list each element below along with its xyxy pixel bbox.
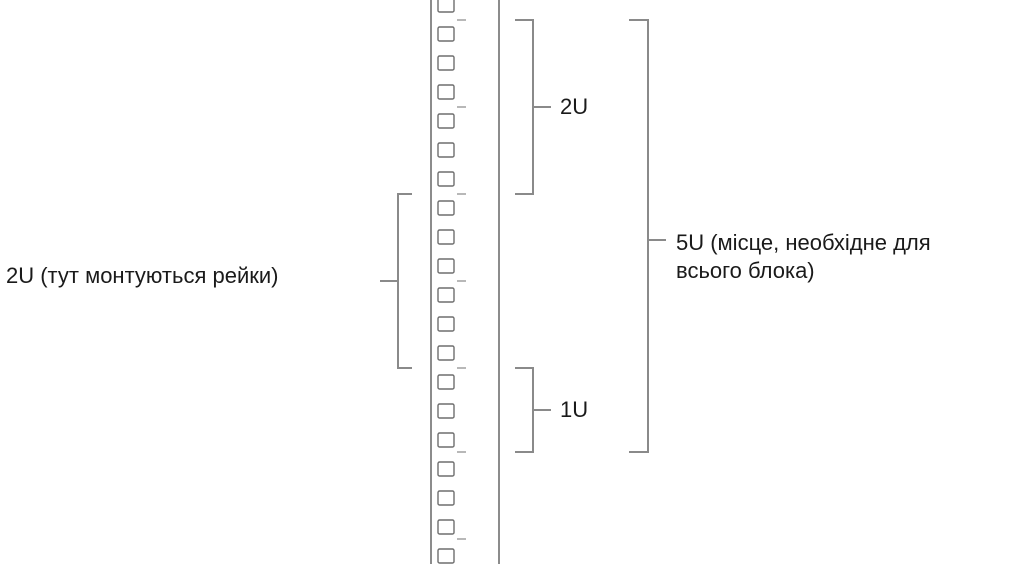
label-whole-unit-line2: всього блока) — [676, 258, 815, 283]
mounting-hole — [437, 345, 455, 361]
mounting-hole — [437, 403, 455, 419]
label-whole-unit: 5U (місце, необхідне для всього блока) — [676, 229, 931, 285]
mounting-hole — [437, 548, 455, 564]
mounting-hole — [437, 26, 455, 42]
mounting-hole — [437, 0, 455, 13]
label-rails-mount: 2U (тут монтуються рейки) — [6, 263, 279, 288]
rack-mounting-holes — [437, 0, 455, 564]
bracket-rails-2u — [380, 193, 412, 369]
bracket-bottom-1u — [515, 367, 551, 453]
mounting-hole — [437, 113, 455, 129]
mounting-hole — [437, 229, 455, 245]
mounting-hole — [437, 461, 455, 477]
label-bottom-space: 1U — [560, 397, 589, 422]
mounting-hole — [437, 374, 455, 390]
mounting-hole — [437, 200, 455, 216]
mounting-hole — [437, 316, 455, 332]
mounting-hole — [437, 84, 455, 100]
mounting-hole — [437, 142, 455, 158]
mounting-hole — [437, 490, 455, 506]
bracket-top-2u — [515, 19, 551, 195]
mounting-hole — [437, 258, 455, 274]
label-whole-unit-line1: 5U (місце, необхідне для — [676, 230, 931, 255]
mounting-hole — [437, 55, 455, 71]
mounting-hole — [437, 287, 455, 303]
label-top-space: 2U — [560, 94, 589, 119]
unit-boundary-ticks — [457, 19, 466, 540]
mounting-hole — [437, 519, 455, 535]
bracket-whole-5u — [629, 19, 666, 453]
rack-rail — [430, 0, 500, 564]
mounting-hole — [437, 432, 455, 448]
mounting-hole — [437, 171, 455, 187]
